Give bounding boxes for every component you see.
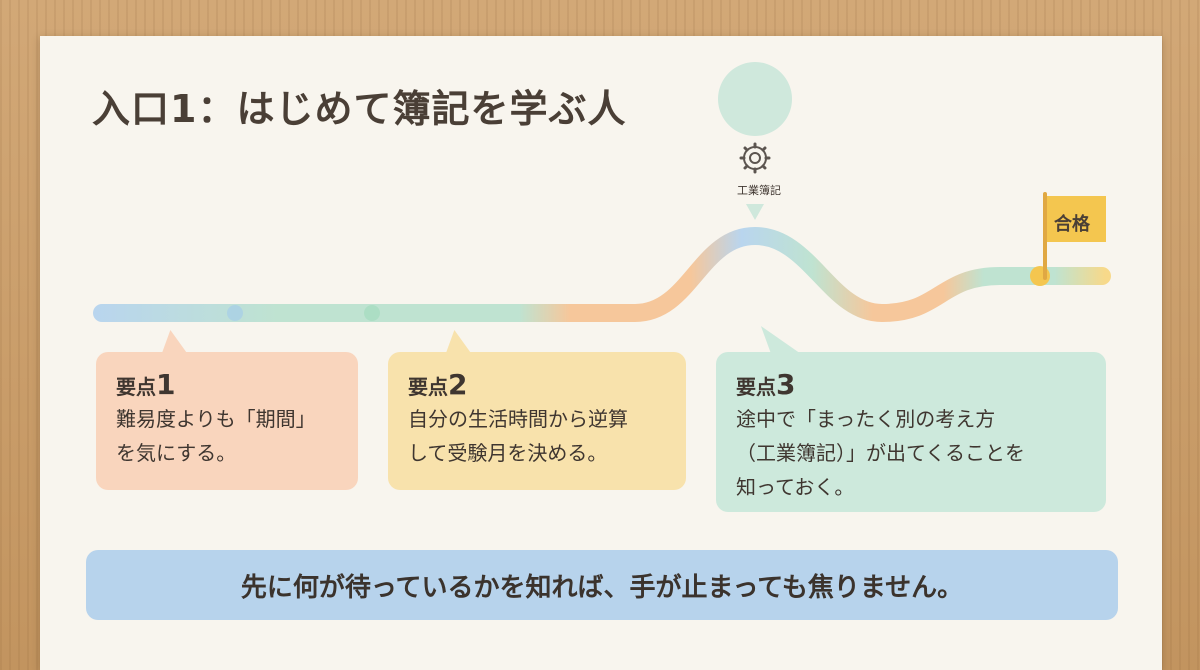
point-3-line-1: 途中で「まったく別の考え方: [736, 407, 996, 431]
point-1-bubble: 要点1 難易度よりも「期間」 を気にする。: [96, 330, 358, 490]
slide-title: 入口1：はじめて簿記を学ぶ人: [92, 87, 627, 131]
footer-message: 先に何が待っているかを知れば、手が止まっても焦りません。: [86, 550, 1118, 620]
point-1-line-1: 難易度よりも「期間」: [116, 407, 316, 431]
point-2-line-2: して受験月を決める。: [408, 441, 608, 465]
point-3-line-2: （工業簿記）」が出てくることを: [736, 441, 1025, 465]
learning-road: [93, 62, 1111, 323]
point-3-prefix: 要点: [736, 375, 776, 399]
point-3-heading: 要点3: [736, 370, 1086, 402]
point-1-prefix: 要点: [116, 375, 156, 399]
flag-icon: [1043, 192, 1106, 280]
road-marker: [227, 305, 243, 321]
point-3-number: 3: [776, 368, 796, 401]
point-2-number: 2: [448, 368, 468, 401]
road-marker: [364, 305, 380, 321]
point-1-heading: 要点1: [116, 370, 338, 402]
road-path: [93, 226, 1111, 323]
gear-icon: [739, 142, 771, 174]
point-2-line-1: 自分の生活時間から逆算: [408, 407, 628, 431]
point-2-heading: 要点2: [408, 370, 666, 402]
point-2-bubble: 要点2 自分の生活時間から逆算 して受験月を決める。: [388, 330, 686, 490]
point-3-bubble: 要点3 途中で「まったく別の考え方 （工業簿記）」が出てくることを 知っておく。: [716, 326, 1106, 512]
point-1-line-2: を気にする。: [116, 441, 237, 465]
milestone-pin: [718, 62, 793, 220]
milestone-label: 工業簿記: [737, 184, 781, 197]
goal-flag-label: 合格: [1054, 214, 1090, 235]
point-2-prefix: 要点: [408, 375, 448, 399]
point-1-number: 1: [156, 368, 176, 401]
point-3-line-3: 知っておく。: [736, 475, 855, 499]
slide-card: 入口1：はじめて簿記を学ぶ人: [40, 36, 1162, 670]
